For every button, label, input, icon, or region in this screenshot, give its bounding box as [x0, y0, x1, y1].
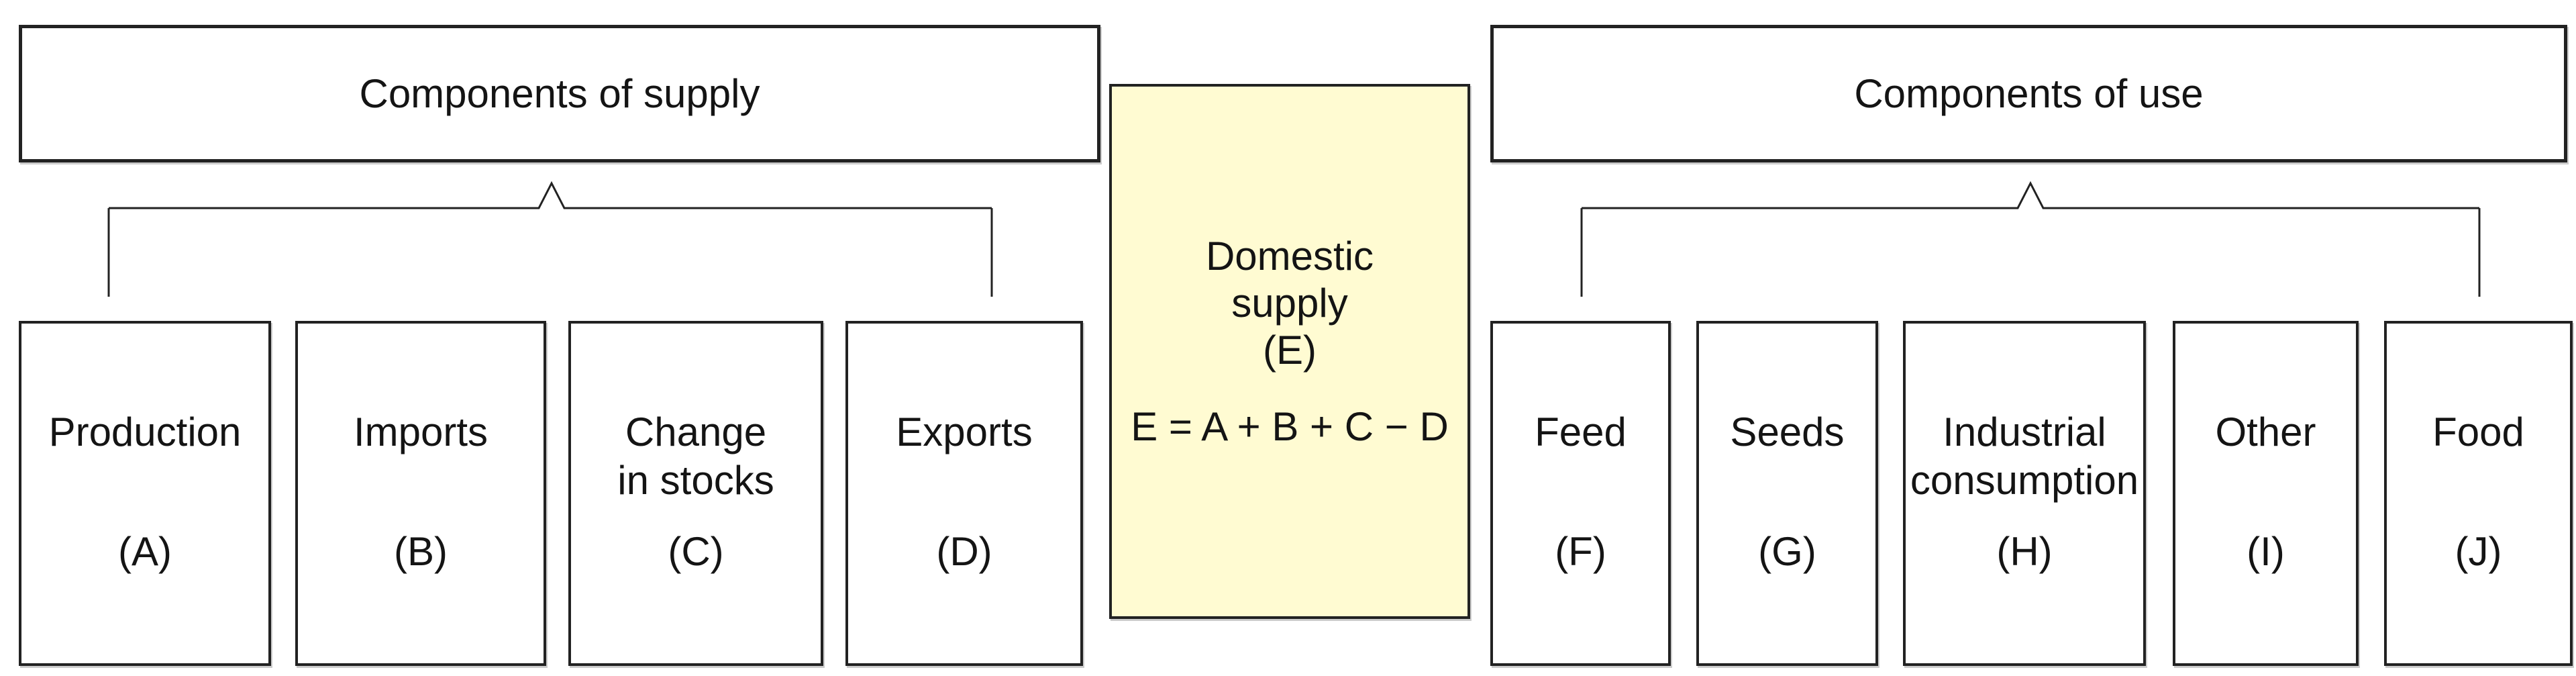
- food-label: Food: [2432, 409, 2524, 454]
- industrial-consumption-box: Industrial consumption (H): [1903, 321, 2146, 666]
- change-in-stocks-label: Change in stocks: [617, 409, 774, 503]
- use-header-box: Components of use: [1490, 25, 2567, 162]
- other-box: Other (I): [2173, 321, 2359, 666]
- production-letter: (A): [118, 529, 172, 574]
- feed-box: Feed (F): [1490, 321, 1671, 666]
- domestic-supply-label: Domestic supply (E): [1205, 234, 1374, 373]
- seeds-box: Seeds (G): [1696, 321, 1878, 666]
- industrial-consumption-letter: (H): [1996, 529, 2053, 574]
- food-letter: (J): [2455, 529, 2502, 574]
- imports-label: Imports: [353, 409, 488, 454]
- seeds-label: Seeds: [1730, 409, 1845, 454]
- other-label: Other: [2215, 409, 2316, 454]
- production-box: Production (A): [19, 321, 271, 666]
- industrial-consumption-label: Industrial consumption: [1910, 409, 2139, 503]
- imports-letter: (B): [394, 529, 448, 574]
- other-letter: (I): [2247, 529, 2285, 574]
- change-in-stocks-letter: (C): [668, 529, 724, 574]
- domestic-supply-formula: E = A + B + C − D: [1131, 404, 1449, 449]
- food-box: Food (J): [2384, 321, 2573, 666]
- change-in-stocks-box: Change in stocks (C): [568, 321, 823, 666]
- feed-letter: (F): [1555, 529, 1606, 574]
- exports-box: Exports (D): [845, 321, 1083, 666]
- feed-label: Feed: [1535, 409, 1627, 454]
- supply-header-box: Components of supply: [19, 25, 1100, 162]
- exports-label: Exports: [896, 409, 1033, 454]
- seeds-letter: (G): [1758, 529, 1816, 574]
- production-label: Production: [48, 409, 242, 454]
- domestic-supply-box: Domestic supply (E) E = A + B + C − D: [1109, 84, 1470, 619]
- supply-bracket: [107, 181, 993, 297]
- exports-letter: (D): [936, 529, 992, 574]
- imports-box: Imports (B): [295, 321, 546, 666]
- supply-header-label: Components of supply: [359, 71, 760, 116]
- use-bracket: [1580, 181, 2481, 297]
- use-header-label: Components of use: [1854, 71, 2204, 116]
